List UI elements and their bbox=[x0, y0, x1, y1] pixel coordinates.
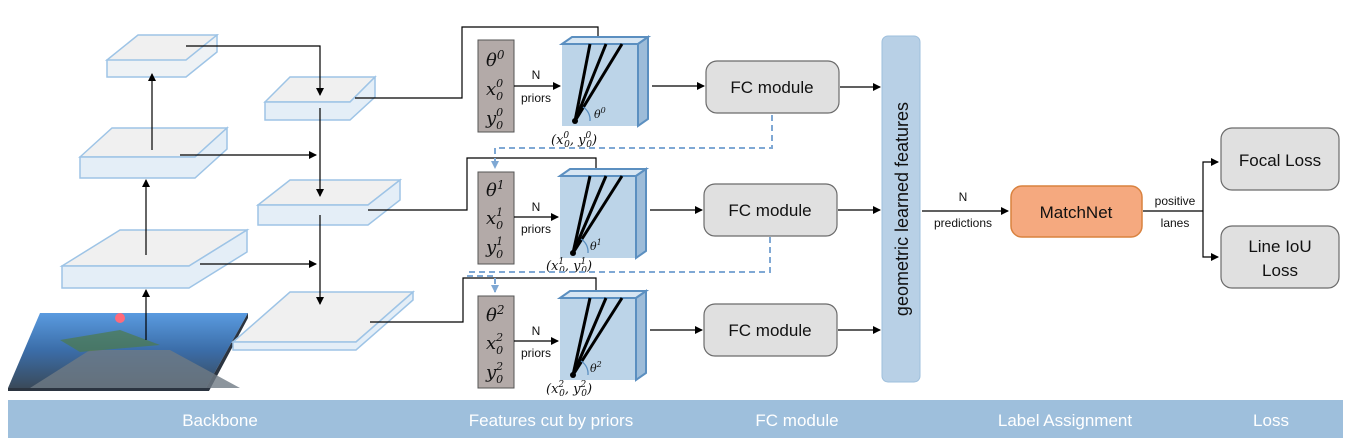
matchnet-box: MatchNet bbox=[1010, 185, 1143, 238]
feature-plate bbox=[104, 34, 220, 78]
arrow bbox=[1202, 211, 1219, 261]
svg-text:(x00, y00): (x00, y00) bbox=[551, 131, 597, 150]
dashed-arrow bbox=[491, 115, 773, 169]
svg-text:θ1: θ1 bbox=[590, 238, 602, 253]
priors-label: priors bbox=[521, 91, 551, 105]
stage-backbone: Backbone bbox=[182, 411, 258, 430]
priors-label: priors bbox=[521, 222, 551, 236]
stage-features: Features cut by priors bbox=[469, 411, 633, 430]
svg-text:y20: y20 bbox=[485, 360, 503, 386]
arrow bbox=[370, 277, 600, 323]
svg-text:x20: x20 bbox=[486, 331, 503, 357]
prior-box bbox=[477, 39, 515, 133]
prior-box bbox=[477, 171, 515, 265]
priors-label: priors bbox=[521, 346, 551, 360]
n-label: N bbox=[959, 190, 968, 204]
svg-text:y00: y00 bbox=[485, 106, 503, 132]
svg-text:FC module: FC module bbox=[730, 78, 813, 97]
svg-text:y10: y10 bbox=[485, 235, 503, 261]
fc-module: FC module bbox=[703, 303, 838, 357]
feature-map: θ0 bbox=[558, 35, 652, 128]
road-image bbox=[8, 313, 248, 391]
stage-label-assignment: Label Assignment bbox=[998, 411, 1132, 430]
feature-plate bbox=[59, 228, 250, 289]
feature-plate bbox=[231, 290, 415, 351]
prior-box bbox=[477, 295, 515, 389]
svg-text:Line IoU: Line IoU bbox=[1248, 237, 1311, 256]
feature-map: θ2 bbox=[556, 289, 650, 382]
n-label: N bbox=[532, 200, 541, 214]
arrow bbox=[1202, 158, 1219, 211]
n-label: N bbox=[532, 68, 541, 82]
fc-module: FC module bbox=[703, 183, 838, 237]
svg-text:MatchNet: MatchNet bbox=[1040, 203, 1113, 222]
svg-text:(x20, y20): (x20, y20) bbox=[546, 380, 592, 399]
lanes-label: lanes bbox=[1161, 216, 1190, 230]
svg-text:θ0: θ0 bbox=[594, 106, 606, 121]
arrow bbox=[355, 26, 602, 99]
svg-text:geometric learned features: geometric learned features bbox=[892, 102, 912, 316]
svg-text:θ1: θ1 bbox=[486, 178, 504, 201]
arrow bbox=[186, 45, 324, 96]
svg-text:θ0: θ0 bbox=[486, 48, 505, 71]
svg-text:θ2: θ2 bbox=[486, 303, 504, 326]
svg-text:θ2: θ2 bbox=[590, 360, 602, 375]
n-label: N bbox=[532, 324, 541, 338]
svg-text:(x10, y10): (x10, y10) bbox=[546, 257, 592, 276]
svg-text:FC module: FC module bbox=[728, 201, 811, 220]
backbone bbox=[8, 34, 415, 391]
feature-plate bbox=[255, 178, 403, 226]
svg-text:Loss: Loss bbox=[1262, 261, 1298, 280]
predictions-label: predictions bbox=[934, 216, 992, 230]
feature-map: θ1 bbox=[556, 167, 650, 260]
svg-text:Focal Loss: Focal Loss bbox=[1239, 151, 1321, 170]
line-iou-loss-box: Line IoU Loss bbox=[1220, 225, 1340, 289]
stage-bar: Backbone Features cut by priors FC modul… bbox=[8, 400, 1343, 438]
svg-text:x00: x00 bbox=[486, 77, 503, 103]
positive-label: positive bbox=[1155, 194, 1196, 208]
svg-text:FC module: FC module bbox=[728, 321, 811, 340]
stage-loss: Loss bbox=[1253, 411, 1289, 430]
fc-module: FC module bbox=[705, 60, 840, 114]
svg-text:x10: x10 bbox=[486, 206, 503, 232]
arrow bbox=[368, 157, 600, 211]
focal-loss-box: Focal Loss bbox=[1220, 127, 1340, 191]
feature-plate bbox=[78, 126, 229, 179]
dashed-arrow bbox=[467, 237, 771, 293]
geometric-features-bar: geometric learned features bbox=[881, 35, 921, 383]
stage-fc: FC module bbox=[755, 411, 838, 430]
